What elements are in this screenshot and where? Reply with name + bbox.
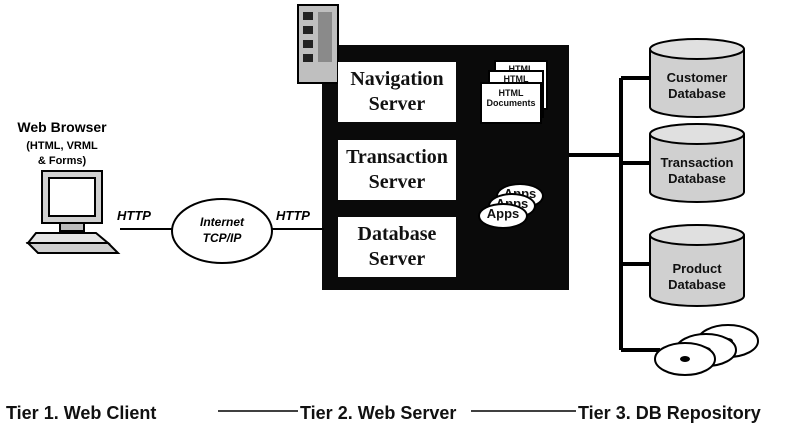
http-label-left: HTTP xyxy=(117,208,151,223)
database-server-line2: Server xyxy=(368,248,426,270)
web-browser-subtitle-2: & Forms) xyxy=(37,155,87,167)
tier2-label: Tier 2. Web Server xyxy=(300,403,457,423)
product-database-cylinder xyxy=(649,224,745,307)
internet-cloud xyxy=(171,198,273,264)
customer-database-cylinder xyxy=(649,38,745,118)
transaction-server-box: Transaction Server xyxy=(338,140,456,200)
transaction-database-line2: Database xyxy=(668,171,726,186)
web-browser-title: Web Browser xyxy=(17,119,107,135)
database-server-line1: Database xyxy=(357,223,437,245)
product-database-line2: Database xyxy=(668,277,726,292)
transaction-server-line2: Server xyxy=(368,171,426,193)
server-rack-icon xyxy=(297,4,339,84)
tcpip-label: TCP/IP xyxy=(202,231,242,245)
navigation-server-line1: Navigation xyxy=(350,68,444,90)
transaction-database-cylinder xyxy=(649,123,745,203)
apps-front-label: Apps xyxy=(486,206,520,221)
customer-database-label: Customer Database xyxy=(650,70,744,102)
web-browser-subtitle-1: (HTML, VRML xyxy=(26,140,98,152)
tier3-label: Tier 3. DB Repository xyxy=(578,403,761,423)
apps-oval-front: Apps xyxy=(478,203,528,229)
tier1-label: Tier 1. Web Client xyxy=(6,403,157,423)
http-label-right: HTTP xyxy=(276,208,310,223)
navigation-server-line2: Server xyxy=(368,93,426,115)
html-documents-line1: HTML xyxy=(498,88,524,98)
html-document-back1-label: HTML xyxy=(503,74,529,84)
html-document-back2-label: HTML xyxy=(508,64,534,74)
computer-icon xyxy=(25,170,121,254)
product-database-line1: Product xyxy=(672,261,722,276)
customer-database-line2: Database xyxy=(668,86,726,101)
database-server-box: Database Server xyxy=(338,217,456,277)
product-database-label: Product Database xyxy=(650,261,744,293)
transaction-server-line1: Transaction xyxy=(346,146,448,168)
cd-discs-icon xyxy=(654,324,759,376)
navigation-server-box: Navigation Server xyxy=(338,62,456,122)
transaction-database-line1: Transaction xyxy=(660,155,734,170)
html-documents-card: HTML Documents xyxy=(480,82,542,124)
internet-label: Internet xyxy=(199,215,244,229)
customer-database-line1: Customer xyxy=(666,70,728,85)
html-documents-line2: Documents xyxy=(486,98,536,108)
transaction-database-label: Transaction Database xyxy=(650,155,744,187)
